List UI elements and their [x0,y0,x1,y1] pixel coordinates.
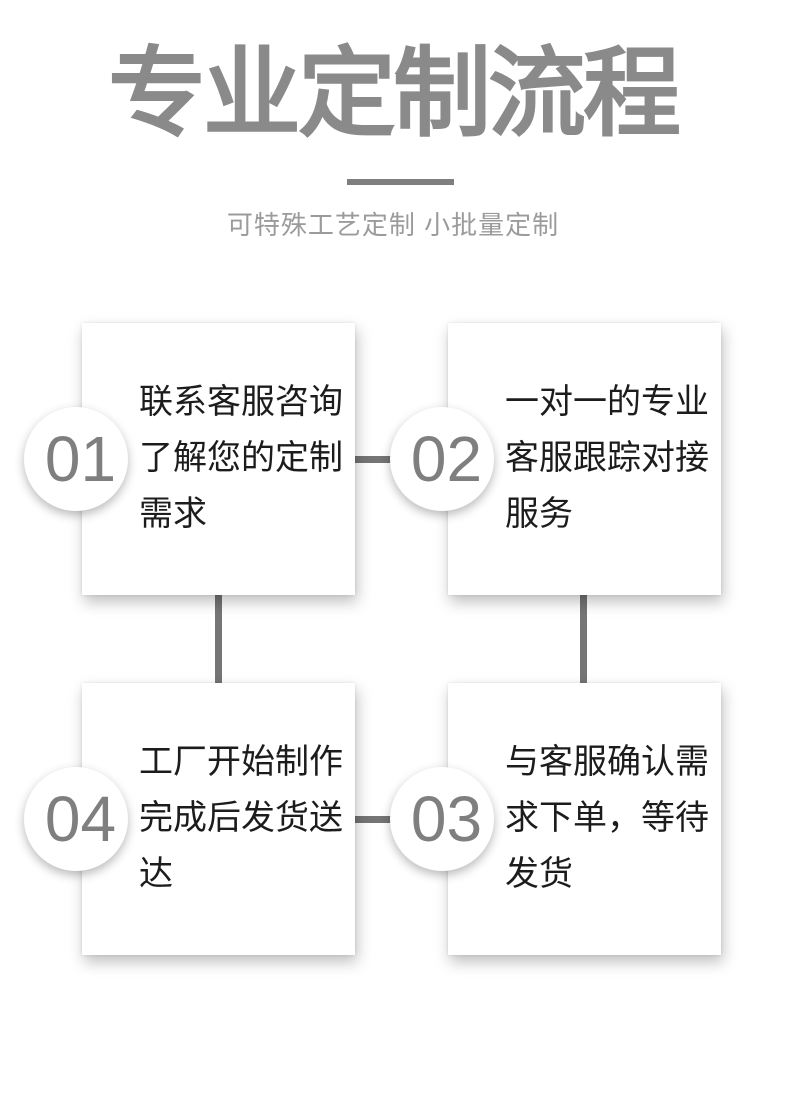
step-card-1: 01 联系客服咨询了解您的定制需求 [24,323,355,595]
step-description-3: 与客服确认需求下单，等待发货 [505,744,709,893]
step-card-2: 02 一对一的专业客服跟踪对接服务 [390,323,721,595]
connector-step1-step4 [215,592,222,686]
step-number-badge-3: 03 [390,767,494,871]
step-number-badge-2: 02 [390,407,494,511]
page-subtitle: 可特殊工艺定制 小批量定制 [226,210,560,240]
step-number-1: 01 [44,423,117,495]
connector-step2-step3 [580,592,587,686]
step-description-1: 联系客服咨询了解您的定制需求 [139,384,343,533]
step-card-4: 04 工厂开始制作完成后发货送达 [24,683,355,955]
step-card-3: 03 与客服确认需求下单，等待发货 [390,683,721,955]
title-divider [347,179,454,185]
step-number-badge-1: 01 [24,407,128,511]
step-number-3: 03 [410,783,483,855]
step-description-4: 工厂开始制作完成后发货送达 [139,744,343,893]
step-number-2: 02 [410,423,483,495]
step-number-badge-4: 04 [24,767,128,871]
step-number-4: 04 [44,783,117,855]
page-title: 专业定制流程 [107,41,681,149]
step-description-2: 一对一的专业客服跟踪对接服务 [505,384,709,533]
